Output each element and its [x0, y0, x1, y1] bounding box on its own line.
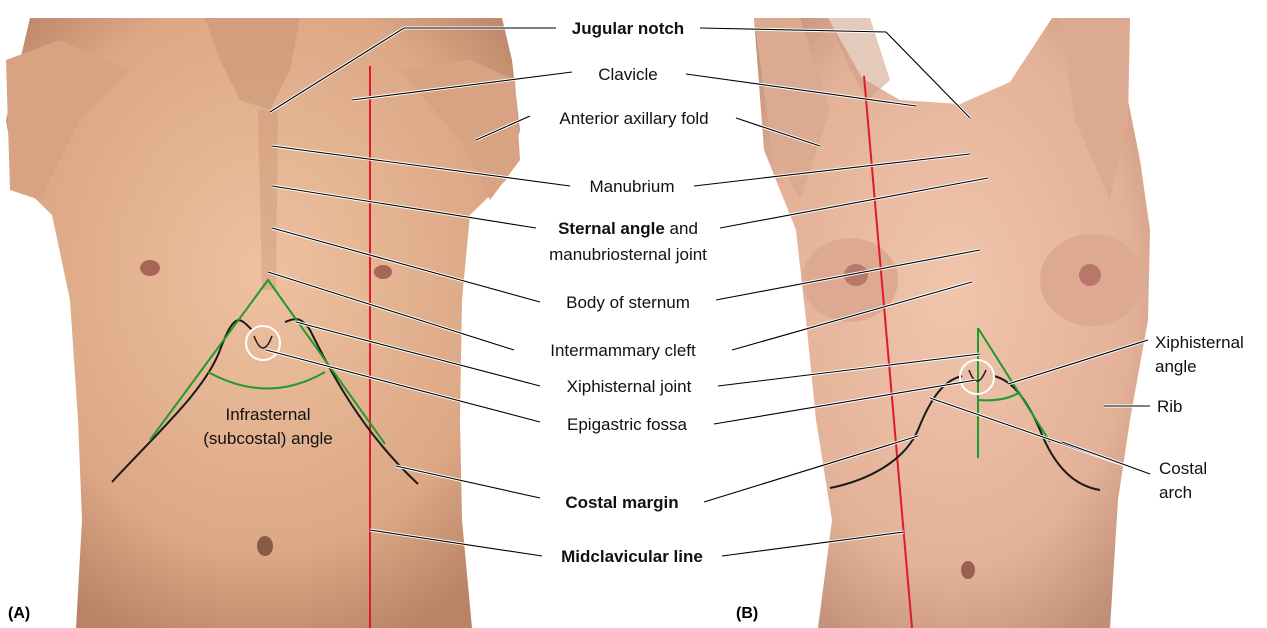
- label-intermammary-cleft: Intermammary cleft: [550, 341, 696, 360]
- male-left-nipple: [374, 265, 392, 279]
- male-umbilicus: [257, 536, 273, 556]
- label-costal-margin: Costal margin: [565, 493, 678, 512]
- label-midclavicular-line: Midclavicular line: [561, 547, 703, 566]
- label-manubrium: Manubrium: [589, 177, 674, 196]
- label-costal-arch-line1: Costal: [1159, 459, 1207, 478]
- male-torso-photo: [6, 18, 520, 628]
- female-umbilicus: [961, 561, 975, 579]
- label-costal-arch-line2: arch: [1159, 483, 1192, 502]
- label-infrasternal-line1: Infrasternal: [225, 405, 310, 424]
- label-infrasternal-line2: (subcostal) angle: [203, 429, 332, 448]
- label-epigastric-fossa: Epigastric fossa: [567, 415, 688, 434]
- label-anterior-axillary-fold: Anterior axillary fold: [559, 109, 708, 128]
- label-xiphisternal-joint: Xiphisternal joint: [567, 377, 692, 396]
- label-sternal-angle: Sternal angle and: [558, 219, 698, 238]
- label-xiphisternal-angle-line2: angle: [1155, 357, 1197, 376]
- label-body-of-sternum: Body of sternum: [566, 293, 690, 312]
- panel-label-b: (B): [736, 605, 758, 622]
- label-xiphisternal-angle-line1: Xiphisternal: [1155, 333, 1244, 352]
- label-manubriosternal-joint: manubriosternal joint: [549, 245, 707, 264]
- label-sternal-angle-and: and: [665, 219, 698, 238]
- female-left-nipple: [1079, 264, 1101, 286]
- panel-label-a: (A): [8, 605, 30, 622]
- label-jugular-notch: Jugular notch: [572, 19, 684, 38]
- female-torso-photo: [754, 18, 1150, 628]
- male-right-nipple: [140, 260, 160, 276]
- label-clavicle: Clavicle: [598, 65, 658, 84]
- label-rib: Rib: [1157, 397, 1183, 416]
- label-sternal-angle-bold: Sternal angle: [558, 219, 665, 238]
